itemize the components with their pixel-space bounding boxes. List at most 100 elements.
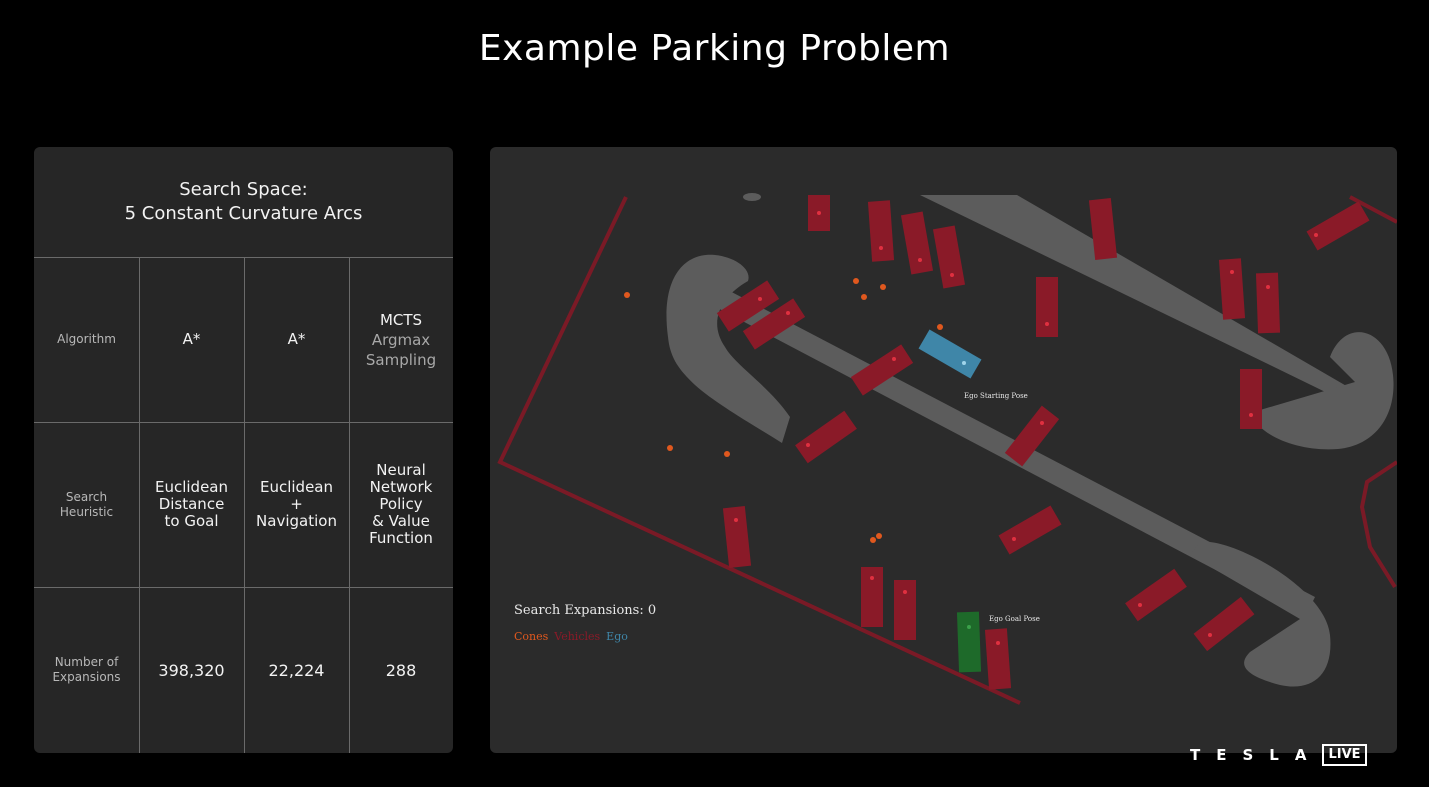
- vehicle: [861, 567, 883, 627]
- vehicle-marker: [1138, 603, 1142, 607]
- vehicle: [716, 280, 780, 332]
- expansions-value-2: 22,224: [268, 660, 325, 680]
- traffic-cones: [624, 278, 943, 543]
- row-divider: [34, 422, 453, 423]
- expansions-value-1: 398,320: [158, 660, 225, 680]
- vehicle-marker: [1040, 421, 1044, 425]
- live-badge: LIVE: [1322, 744, 1367, 766]
- vehicle-marker: [996, 641, 1000, 645]
- slide-title: Example Parking Problem: [478, 28, 951, 69]
- ego-goal-pose-label: Ego Goal Pose: [989, 615, 1040, 623]
- table-heading-line2: 5 Constant Curvature Arcs: [124, 203, 363, 224]
- vehicle: [1218, 258, 1246, 320]
- map-legend: Cones Vehicles Ego: [514, 630, 634, 643]
- row-divider: [34, 587, 453, 588]
- algorithm-astar-1: A*: [182, 330, 201, 348]
- legend-vehicles: Vehicles: [554, 630, 601, 643]
- search-expansions-counter: Search Expansions: 0: [514, 603, 657, 618]
- vehicle: [1036, 277, 1058, 337]
- road-island-bottom: [1190, 541, 1331, 687]
- vehicle: [742, 298, 806, 350]
- column-divider: [139, 257, 140, 753]
- lot-boundary-left: [497, 196, 1021, 705]
- vehicle-marker: [817, 211, 821, 215]
- cone: [667, 445, 673, 451]
- parking-lot-map: [497, 193, 1397, 705]
- vehicle: [984, 628, 1012, 690]
- ego-starting-pose-label: Ego Starting Pose: [964, 392, 1028, 400]
- vehicle-marker: [950, 273, 954, 277]
- cone: [880, 284, 886, 290]
- vehicle: [1004, 405, 1060, 467]
- cone: [853, 278, 859, 284]
- parking-simulation-view: Search Expansions: 0 Cones Vehicles Ego Eg…: [490, 147, 1397, 753]
- vehicle: [1306, 201, 1370, 251]
- vehicle: [998, 505, 1062, 555]
- road-island-left: [666, 254, 790, 443]
- table-grid: Algorithm A* A* MCTS Argmax Sampling Sea…: [34, 257, 453, 753]
- lot-boundary-top-right: [1349, 195, 1397, 224]
- cone: [724, 451, 730, 457]
- vehicle: [900, 211, 934, 275]
- vehicle-marker: [903, 590, 907, 594]
- vehicle-marker: [892, 357, 896, 361]
- heuristic-euclidean-distance: Euclidean Distance to Goal: [154, 478, 228, 530]
- expansions-value-3: 288: [385, 660, 417, 680]
- lot-boundary-right: [1359, 460, 1397, 589]
- heuristic-neural-network: Neural Network Policy & Value Function: [369, 461, 433, 547]
- vehicle: [1240, 369, 1262, 429]
- ego-starting-pose: [918, 329, 982, 379]
- vehicle: [1125, 568, 1187, 622]
- vehicle-marker: [806, 443, 810, 447]
- ego-goal-marker: [967, 625, 971, 629]
- vehicle: [795, 410, 857, 464]
- vehicle: [867, 200, 895, 262]
- lot-boundary: [497, 195, 1397, 705]
- tesla-live-watermark: TESLA LIVE: [1190, 744, 1367, 766]
- vehicle: [850, 344, 914, 396]
- algorithm-mcts: MCTS Argmax Sampling: [365, 310, 437, 369]
- vehicle-marker: [879, 246, 883, 250]
- vehicle: [932, 225, 966, 289]
- cone: [861, 294, 867, 300]
- heuristic-euclidean-navigation: Euclidean + Navigation: [256, 478, 337, 530]
- vehicle-marker: [1314, 233, 1318, 237]
- cone: [937, 324, 943, 330]
- road-island-right: [1250, 332, 1394, 450]
- vehicle-marker: [1266, 285, 1270, 289]
- vehicle-marker: [1230, 270, 1234, 274]
- column-divider: [244, 257, 245, 753]
- vehicle-marker: [1012, 537, 1016, 541]
- vehicle: [1255, 272, 1281, 334]
- road-strip-upper: [920, 195, 1362, 405]
- legend-cones: Cones: [514, 630, 549, 643]
- vehicle-marker: [786, 311, 790, 315]
- row-label-heuristic: Search Heuristic: [59, 489, 114, 519]
- comparison-table: Search Space: 5 Constant Curvature Arcs …: [34, 147, 453, 753]
- tesla-wordmark: TESLA: [1190, 746, 1323, 764]
- vehicle: [894, 580, 916, 640]
- parked-vehicles: [716, 195, 1370, 690]
- cone: [624, 292, 630, 298]
- vehicle-marker: [870, 576, 874, 580]
- table-heading: Search Space: 5 Constant Curvature Arcs: [34, 147, 453, 257]
- vehicle: [1193, 596, 1255, 652]
- vehicle-marker: [1249, 413, 1253, 417]
- cone: [870, 537, 876, 543]
- road-patch-top: [743, 193, 761, 201]
- vehicle-marker: [918, 258, 922, 262]
- vehicle-marker: [734, 518, 738, 522]
- ego-goal-pose: [956, 611, 982, 673]
- vehicle-marker: [1045, 322, 1049, 326]
- vehicle: [722, 506, 752, 568]
- vehicle-center-markers: [734, 211, 1318, 645]
- table-heading-line1: Search Space:: [179, 179, 308, 200]
- row-label-expansions: Number of Expansions: [52, 655, 121, 684]
- ego-start-marker: [962, 361, 966, 365]
- vehicle-marker: [758, 297, 762, 301]
- legend-ego: Ego: [606, 630, 628, 643]
- vehicle: [1088, 198, 1118, 260]
- row-label-algorithm: Algorithm: [57, 332, 116, 346]
- vehicle-marker: [1208, 633, 1212, 637]
- algorithm-astar-2: A*: [287, 330, 306, 348]
